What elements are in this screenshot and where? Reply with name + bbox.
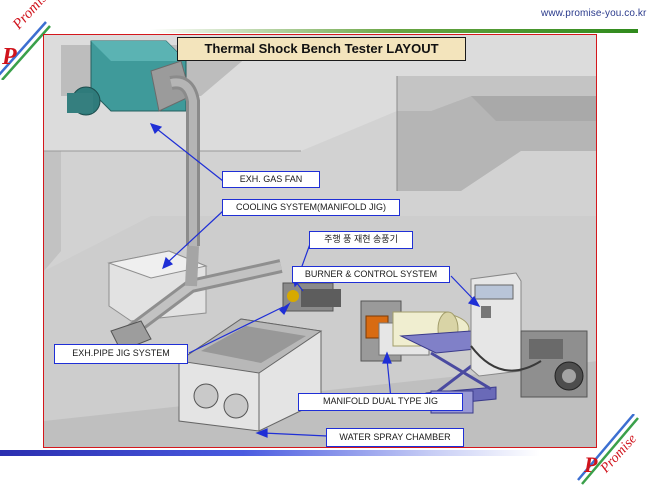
- callout-arrows: [149, 123, 481, 438]
- callout-water-spray: WATER SPRAY CHAMBER: [326, 428, 464, 447]
- top-accent-bar: [150, 29, 638, 33]
- callout-cooling-system: COOLING SYSTEM(MANIFOLD JIG): [222, 199, 400, 216]
- callout-burner-control: BURNER & CONTROL SYSTEM: [292, 266, 450, 283]
- diagram-title: Thermal Shock Bench Tester LAYOUT: [177, 37, 466, 61]
- callout-manifold-dual: MANIFOLD DUAL TYPE JIG: [298, 393, 463, 411]
- exhaust-fan-unit: [67, 40, 192, 116]
- logo-stripes-icon: [0, 21, 51, 80]
- logo-letter: P: [584, 452, 598, 477]
- callout-korean-blower: 주행 풍 재현 송풍기: [309, 231, 413, 249]
- callout-exh-pipe-jig: EXH.PIPE JIG SYSTEM: [54, 344, 188, 364]
- logo-letter: P: [2, 44, 17, 70]
- promise-logo-top: P Promise: [0, 0, 60, 80]
- website-url[interactable]: www.promise-you.co.kr: [541, 8, 647, 19]
- callout-exh-gas-fan: EXH. GAS FAN: [222, 171, 320, 188]
- logo-stripes-icon: [577, 414, 639, 485]
- bottom-accent-bar: [0, 450, 540, 456]
- promise-logo-bottom: P Promise: [576, 414, 650, 489]
